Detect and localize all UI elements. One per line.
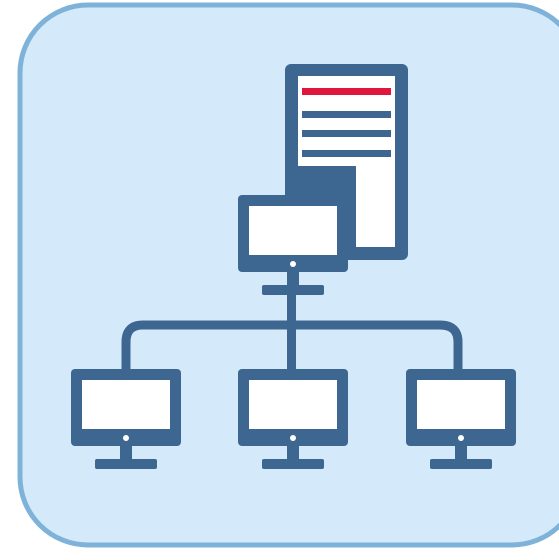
monitor-neck xyxy=(287,446,299,460)
server-status-stripe xyxy=(302,88,391,95)
monitor-neck xyxy=(120,446,132,460)
client-monitor-left-icon xyxy=(71,369,181,469)
monitor-base xyxy=(262,459,324,469)
client-monitor-center-icon xyxy=(238,369,348,469)
monitor-neck xyxy=(455,446,467,460)
network-trunk-line xyxy=(287,292,296,370)
client-monitor-right-icon xyxy=(406,369,516,469)
monitor-base xyxy=(262,285,324,295)
monitor-screen xyxy=(417,380,505,429)
network-bus-line xyxy=(121,320,463,372)
monitor-power-dot xyxy=(458,435,464,441)
monitor-neck xyxy=(287,272,299,286)
monitor-base xyxy=(95,459,157,469)
monitor-screen xyxy=(249,206,337,255)
monitor-power-dot xyxy=(290,261,296,267)
monitor-screen xyxy=(249,380,337,429)
server-drive-stripe xyxy=(302,150,391,157)
monitor-power-dot xyxy=(290,435,296,441)
central-monitor-icon xyxy=(238,195,348,295)
monitor-power-dot xyxy=(123,435,129,441)
monitor-screen xyxy=(82,380,170,429)
server-drive-stripe xyxy=(302,111,391,118)
monitor-base xyxy=(430,459,492,469)
server-drive-stripe xyxy=(302,130,391,137)
